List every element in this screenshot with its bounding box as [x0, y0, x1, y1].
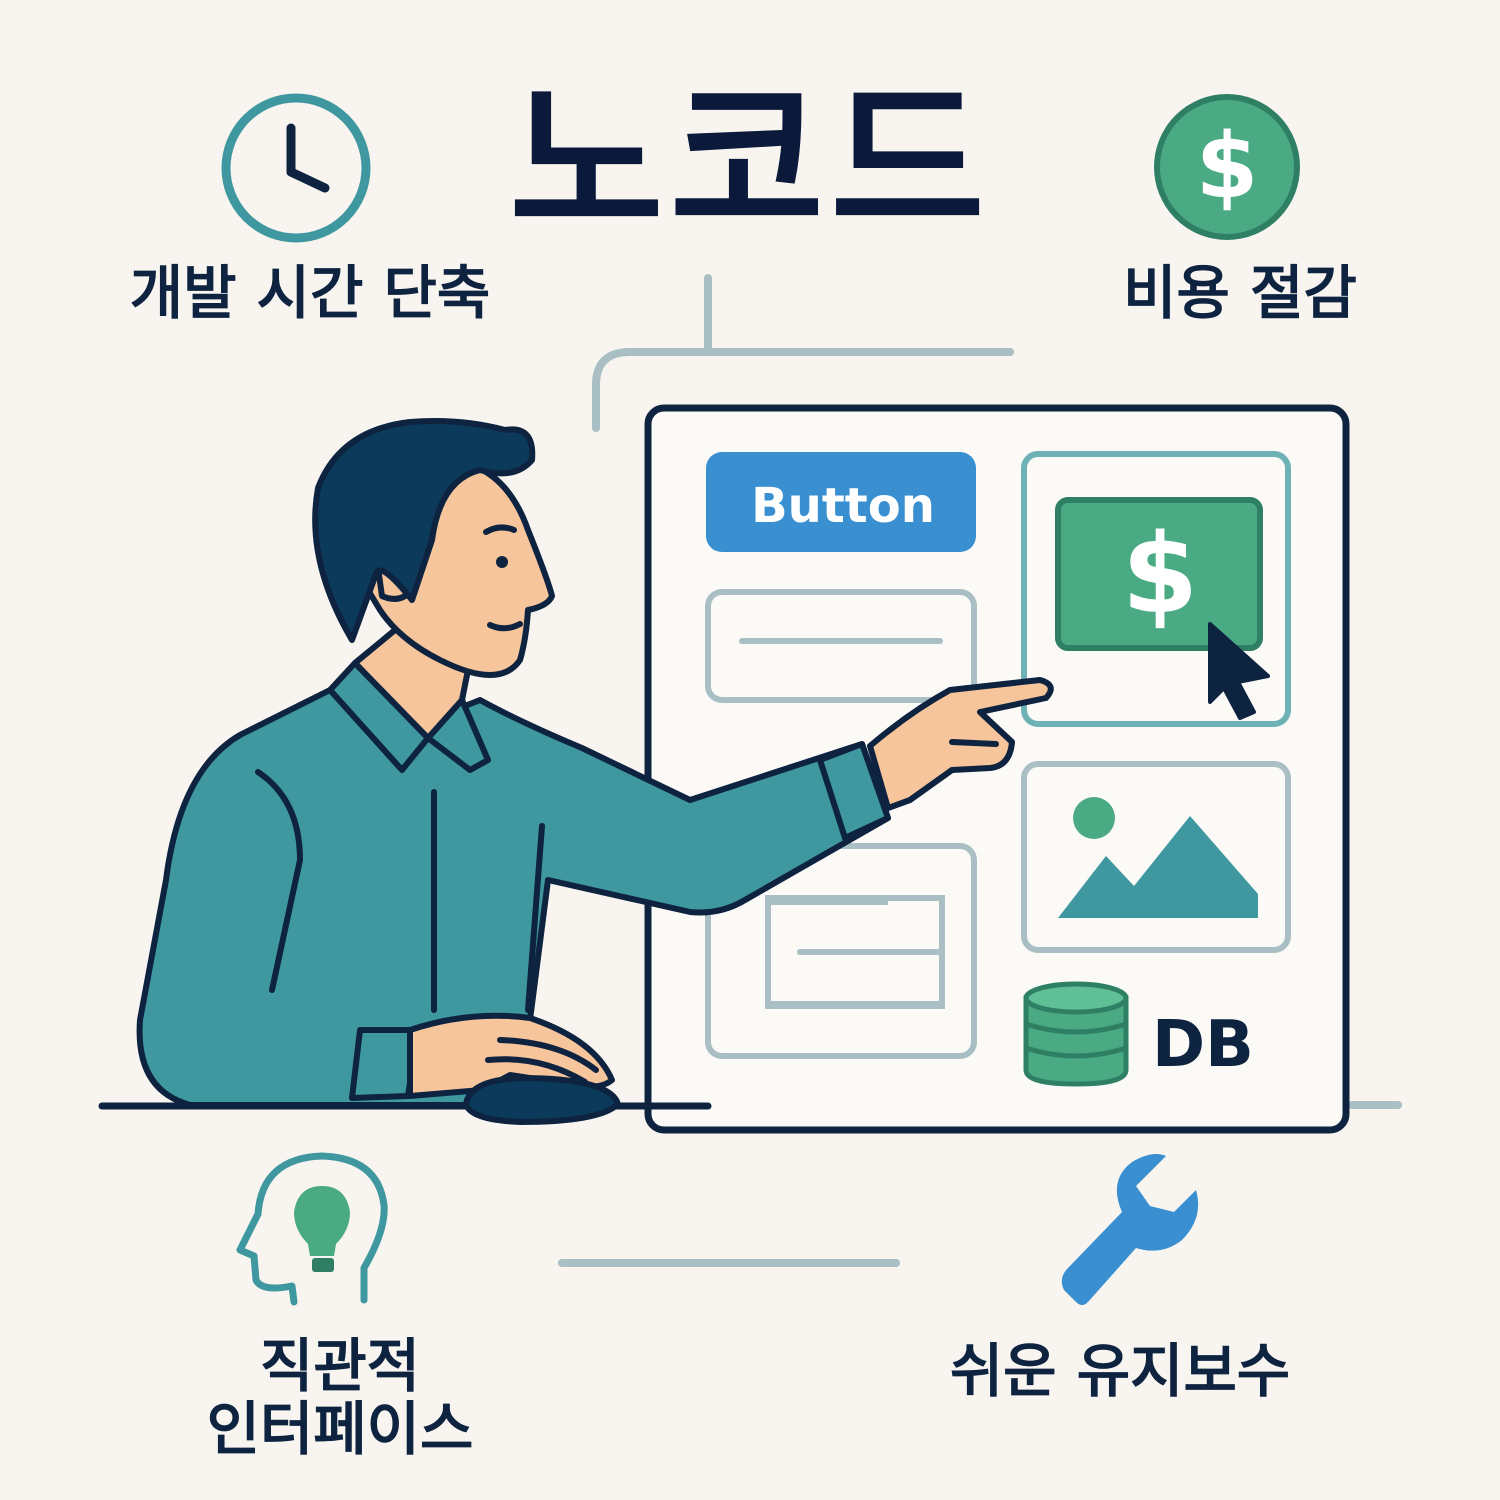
- database-label: DB: [1152, 1008, 1254, 1082]
- clock-icon: [221, 93, 371, 243]
- image-placeholder-icon[interactable]: [1021, 761, 1291, 953]
- feature-label-dev-time: 개발 시간 단축: [129, 259, 491, 327]
- dollar-coin-icon: $: [1154, 94, 1300, 240]
- feature-label-cost: 비용 절감: [1123, 259, 1357, 327]
- button-widget[interactable]: Button: [706, 452, 976, 552]
- mouse-pointer-icon: [1208, 622, 1270, 720]
- feature-label-intuitive-line2: 인터페이스: [206, 1394, 474, 1463]
- connector-lines: [558, 274, 1402, 1267]
- svg-text:$: $: [1196, 114, 1259, 219]
- payment-card-widget[interactable]: $: [1021, 451, 1291, 727]
- database-icon[interactable]: [1023, 981, 1129, 1087]
- person-hair: [312, 418, 536, 643]
- feature-label-intuitive-line1: 직관적: [259, 1332, 421, 1400]
- computer-mouse: [463, 1075, 621, 1125]
- text-field-widget[interactable]: [705, 589, 977, 703]
- person-illustration: [136, 418, 1054, 1125]
- head-lightbulb-icon: [236, 1152, 388, 1306]
- feature-label-maintenance: 쉬운 유지보수: [949, 1337, 1291, 1405]
- dollar-sign-icon: $: [1122, 510, 1199, 638]
- button-widget-label: Button: [751, 478, 935, 534]
- feature-label-intuitive: 직관적 인터페이스: [170, 1335, 510, 1460]
- wrench-icon: [1061, 1154, 1199, 1305]
- page-title: 노코드: [509, 64, 991, 260]
